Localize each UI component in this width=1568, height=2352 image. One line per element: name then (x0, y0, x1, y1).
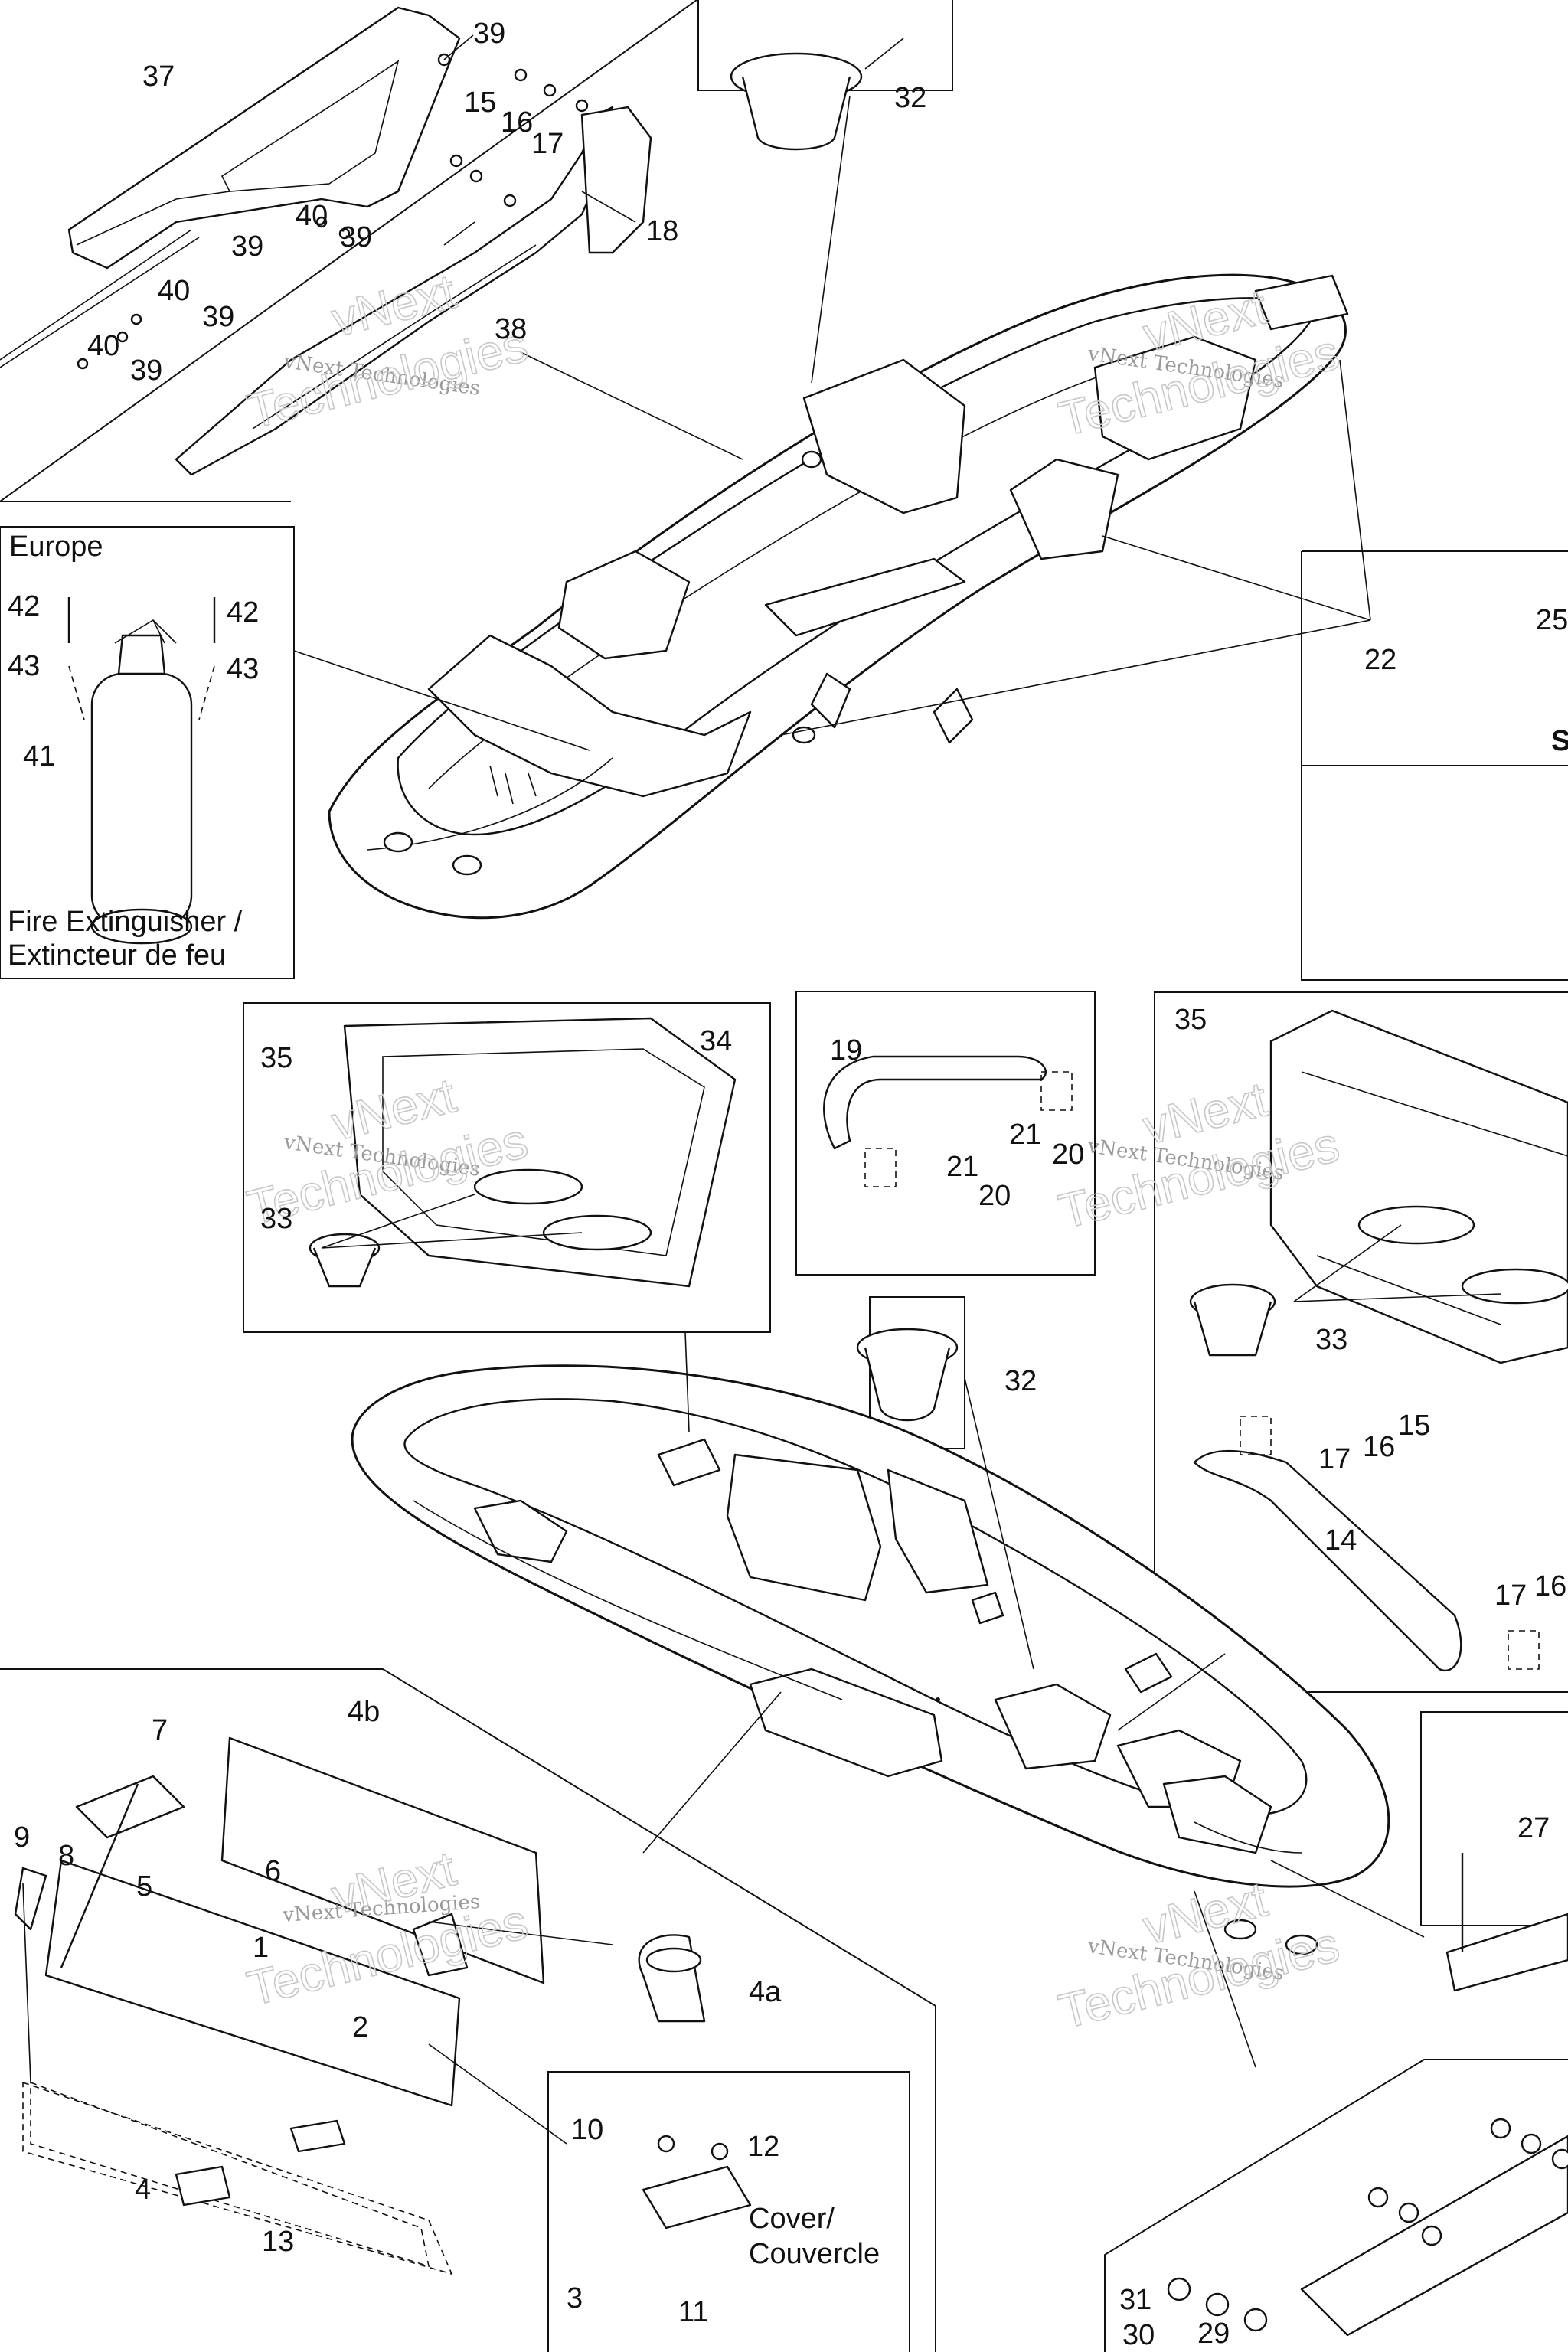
part-label-17: 17 (1318, 1443, 1351, 1475)
leader-lines (22, 34, 1501, 2145)
part-label-5: 5 (136, 1870, 152, 1903)
part-number-labels: 37 39 15 16 17 18 40 39 39 40 39 40 39 3… (8, 18, 1568, 2351)
part-label-21: 21 (946, 1151, 978, 1183)
part-label-33: 33 (260, 1203, 292, 1235)
part-label-40: 40 (296, 200, 328, 232)
part-label-32: 32 (1004, 1365, 1037, 1397)
part-label-39: 39 (340, 221, 372, 253)
caption-europe: Europe (9, 531, 103, 563)
part-label-3: 3 (567, 2282, 583, 2314)
part-label-35: 35 (1174, 1004, 1207, 1036)
part-label-7: 7 (152, 1714, 168, 1746)
caption-fire-extinguisher-line2: Extincteur de feu (8, 939, 226, 972)
caption-cover-line1: Cover/ (749, 2203, 835, 2235)
part-label-17: 17 (531, 128, 564, 160)
part-label-16: 16 (1534, 1570, 1566, 1602)
handle-19 (823, 1055, 1073, 1187)
part-label-27: 27 (1517, 1812, 1550, 1844)
part-label-25: 25 (1536, 604, 1568, 636)
part-label-4a: 4a (749, 1976, 782, 2008)
cup-holders (730, 52, 959, 1422)
part-label-41: 41 (23, 740, 55, 773)
handle-14 (1193, 1416, 1540, 1671)
part-label-6: 6 (265, 1855, 281, 1887)
captions: Europe Fire Extinguisher / Extincteur de… (8, 531, 1568, 2270)
part-label-19: 19 (830, 1034, 862, 1067)
part-label-14: 14 (1325, 1524, 1357, 1557)
part-label-42: 42 (227, 596, 259, 629)
part-label-34: 34 (700, 1025, 732, 1057)
part-label-37: 37 (142, 60, 175, 93)
part-label-10: 10 (571, 2114, 603, 2146)
fire-extinguisher-illustration (67, 597, 216, 945)
part-label-9: 9 (14, 1821, 30, 1854)
part-label-38: 38 (495, 313, 527, 345)
part-label-29: 29 (1197, 2318, 1230, 2350)
part-label-43: 43 (8, 650, 40, 682)
part-label-32: 32 (894, 82, 926, 114)
part-label-15: 15 (464, 87, 496, 119)
part-label-35: 35 (260, 1042, 292, 1074)
part-label-16: 16 (1363, 1431, 1395, 1463)
part-label-20: 20 (978, 1180, 1011, 1212)
part-label-4b: 4b (348, 1696, 380, 1728)
part-label-1: 1 (253, 1932, 269, 1964)
part-label-31: 31 (1119, 2284, 1152, 2316)
part-label-21: 21 (1009, 1119, 1041, 1151)
part-label-39: 39 (231, 230, 263, 263)
glove-box-left (309, 1017, 737, 1288)
part-label-39: 39 (130, 354, 162, 387)
part-label-2: 2 (352, 2011, 368, 2043)
part-label-30: 30 (1122, 2319, 1155, 2351)
bottom-hull (351, 1364, 1390, 1955)
caption-fire-extinguisher-line1: Fire Extinguisher / (8, 906, 243, 938)
part-label-13: 13 (262, 2226, 294, 2258)
part-label-40: 40 (158, 275, 190, 307)
part-label-39: 39 (473, 18, 505, 50)
part-label-40: 40 (87, 330, 119, 362)
part-label-12: 12 (747, 2131, 779, 2163)
part-label-43: 43 (227, 653, 259, 685)
storage-hatch-assembly (14, 1736, 752, 2275)
caption-cut-letter: S (1551, 725, 1568, 757)
part-label-11: 11 (678, 2296, 708, 2328)
part-label-15: 15 (1398, 1410, 1430, 1442)
part-label-20: 20 (1052, 1138, 1084, 1171)
top-hull (328, 273, 1349, 920)
part-label-33: 33 (1315, 1324, 1348, 1356)
part-label-18: 18 (646, 215, 678, 247)
part-label-22: 22 (1364, 644, 1396, 676)
part-label-39: 39 (202, 301, 234, 333)
part-label-42: 42 (8, 590, 40, 622)
rail-hardware (1167, 1853, 1568, 2337)
part-label-8: 8 (58, 1840, 74, 1872)
part-label-16: 16 (501, 106, 533, 139)
part-label-4: 4 (135, 2174, 151, 2206)
caption-cover-line2: Couvercle (749, 2238, 880, 2270)
handle-assembly-top (0, 6, 652, 476)
part-label-17: 17 (1494, 1579, 1527, 1612)
